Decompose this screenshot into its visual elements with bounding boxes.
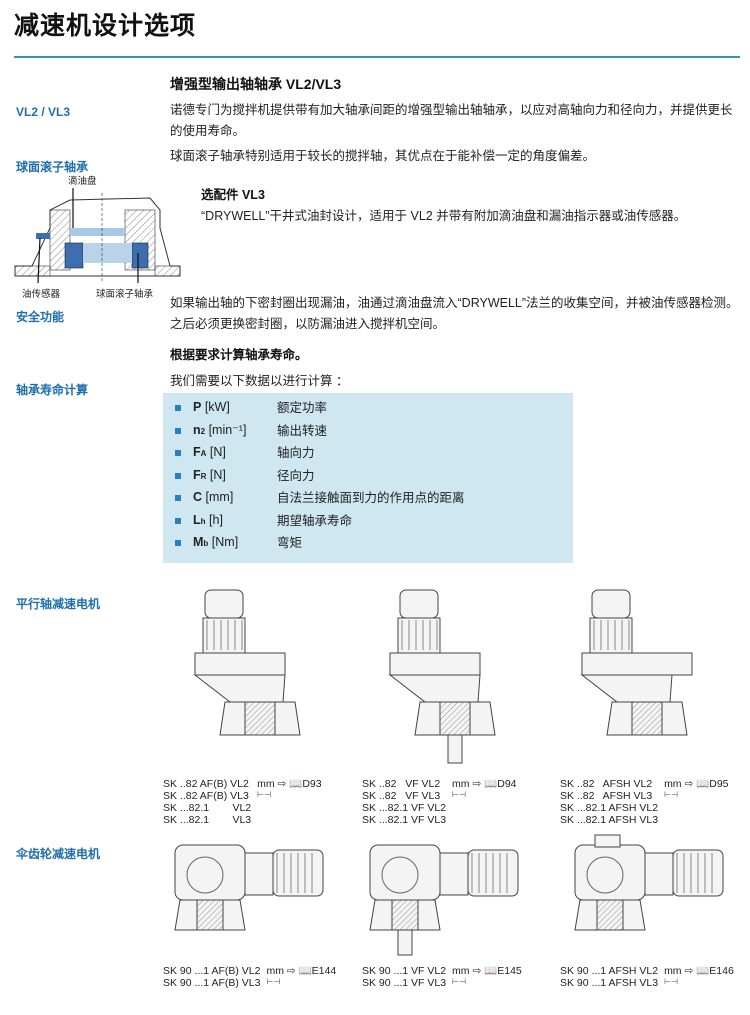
option-text: “DRYWELL”干井式油封设计，适用于 VL2 并带有附加滴油盘和漏油指示器或…	[201, 209, 687, 223]
label-oil-sensor: 油传感器	[22, 289, 61, 300]
parameter-item: FR [N] 径向力	[175, 467, 315, 485]
side-label-safety: 安全功能	[16, 310, 65, 324]
parameter-symbol: FR [N]	[193, 467, 226, 482]
calc-heading: 根据要求计算轴承寿命。	[170, 348, 308, 362]
catalog-reference-link[interactable]: mm ⇨ 📖E144	[266, 965, 337, 977]
parameter-item: C [mm] 自法兰接触面到力的作用点的距离	[175, 489, 465, 507]
parameter-description: 输出转速	[277, 423, 328, 438]
paragraph-3: 如果输出轴的下密封圈出现漏油，油通过滴油盘流入“DRYWELL”法兰的收集空间，…	[170, 296, 739, 331]
catalog-reference-link[interactable]: mm ⇨ 📖E146	[664, 965, 734, 977]
dimension-icon: ⊢⊣	[266, 977, 281, 986]
side-label-vl: VL2 / VL3	[16, 105, 71, 119]
model-caption-group: SK 90 ...1 AFSH VL2 SK 90 ...1 AFSH VL3 …	[560, 965, 750, 989]
side-label-spherical: 球面滚子轴承	[16, 160, 89, 174]
section-heading: 增强型输出轴轴承 VL2/VL3	[170, 76, 342, 92]
catalog-reference-link[interactable]: mm ⇨ 📖D93	[257, 778, 322, 790]
dimension-icon: ⊢⊣	[452, 977, 466, 986]
paragraph-2: 球面滚子轴承特别适用于较长的搅拌轴，其优点在于能补偿一定的角度偏差。	[170, 149, 596, 163]
parameter-symbol: Lh [h]	[193, 512, 223, 527]
side-label-parallel: 平行轴减速电机	[16, 597, 101, 611]
parameter-symbol: P [kW]	[193, 400, 230, 414]
parameter-symbol: FA [N]	[193, 445, 226, 459]
bullet-square-icon	[175, 495, 181, 501]
option-heading: 选配件 VL3	[201, 188, 265, 202]
model-caption: SK ..82 AFSH VL2 SK ..82 AFSH VL3 SK ...…	[560, 778, 659, 826]
bearing-section-diagram	[14, 188, 181, 283]
parameter-list: P [kW] 额定功率 n2 [min⁻¹] 输出转速 FA [N] 轴向力 F…	[163, 393, 573, 563]
model-caption-group: SK ..82 AFSH VL2 SK ..82 AFSH VL3 SK ...…	[560, 778, 750, 826]
bullet-square-icon	[175, 427, 181, 434]
parameter-item: P [kW] 额定功率	[175, 399, 327, 417]
dimension-icon: ⊢⊣	[664, 790, 678, 799]
parameter-description: 径向力	[277, 468, 315, 483]
parameter-item: Lh [h] 期望轴承寿命	[175, 512, 352, 530]
parameter-symbol: C [mm]	[193, 490, 234, 504]
parameter-symbol: Mb [Nm]	[193, 535, 239, 549]
calc-intro: 我们需要以下数据以进行计算 ：	[170, 374, 349, 388]
parameter-description: 弯矩	[277, 536, 303, 550]
parallel-shaft-motor-af-drawing	[193, 589, 301, 736]
parameter-description: 自法兰接触面到力的作用点的距离	[277, 491, 465, 505]
parameter-item: Mb [Nm] 弯矩	[175, 534, 302, 552]
paragraph-1: 诺德专门为搅拌机提供带有加大轴承间距的增强型输出轴轴承，以应对高轴向力和径向力，…	[170, 103, 733, 138]
parameter-description: 额定功率	[277, 401, 328, 415]
bevel-gear-motor-afsh-drawing	[574, 834, 724, 931]
parameter-item: n2 [min⁻¹] 输出转速	[175, 422, 327, 440]
catalog-reference-link[interactable]: mm ⇨ 📖D95	[664, 778, 729, 790]
bullet-square-icon	[175, 450, 181, 456]
model-caption-group: SK 90 ...1 VF VL2 SK 90 ...1 VF VL3 mm ⇨…	[362, 965, 558, 989]
model-caption-group: SK ..82 AF(B) VL2 SK ..82 AF(B) VL3 SK .…	[163, 778, 359, 826]
dimension-icon: ⊢⊣	[257, 790, 272, 799]
catalog-reference-link[interactable]: mm ⇨ 📖E145	[452, 965, 522, 977]
bullet-square-icon	[175, 472, 181, 479]
catalog-reference: mm ⇨ 📖E146 ⊢⊣	[664, 965, 734, 987]
parameter-symbol: n2 [min⁻¹]	[193, 422, 247, 437]
model-caption: SK 90 ...1 VF VL2 SK 90 ...1 VF VL3	[362, 965, 447, 989]
model-caption: SK 90 ...1 AF(B) VL2 SK 90 ...1 AF(B) VL…	[163, 965, 261, 989]
dimension-icon: ⊢⊣	[664, 977, 678, 986]
bullet-square-icon	[175, 517, 181, 524]
model-caption: SK ..82 VF VL2 SK ..82 VF VL3 SK ...82.1…	[362, 778, 447, 826]
model-caption: SK ..82 AF(B) VL2 SK ..82 AF(B) VL3 SK .…	[163, 778, 252, 826]
parallel-shaft-motor-vf-drawing	[388, 589, 496, 764]
parallel-shaft-motor-afsh-drawing	[580, 589, 693, 736]
catalog-reference: mm ⇨ 📖E145 ⊢⊣	[452, 965, 522, 987]
catalog-reference: mm ⇨ 📖D93 ⊢⊣	[257, 778, 321, 800]
dimension-icon: ⊢⊣	[452, 790, 466, 799]
side-label-life-calc: 轴承寿命计算	[16, 383, 89, 397]
parameter-description: 轴向力	[277, 446, 315, 460]
label-spherical-bearing: 球面滚子轴承	[96, 289, 154, 300]
label-drip-tray: 滴油盘	[68, 176, 97, 187]
page-title: 减速机设计选项	[14, 12, 197, 40]
model-caption-group: SK ..82 VF VL2 SK ..82 VF VL3 SK ...82.1…	[362, 778, 558, 826]
bevel-gear-motor-af-drawing	[174, 844, 324, 931]
bullet-square-icon	[175, 405, 181, 411]
catalog-reference: mm ⇨ 📖E144 ⊢⊣	[266, 965, 336, 987]
parameter-item: FA [N] 轴向力	[175, 444, 315, 462]
bevel-gear-motor-vf-drawing	[369, 844, 519, 956]
catalog-reference-link[interactable]: mm ⇨ 📖D94	[452, 778, 517, 790]
catalog-reference: mm ⇨ 📖D94 ⊢⊣	[452, 778, 516, 800]
catalog-reference: mm ⇨ 📖D95 ⊢⊣	[664, 778, 728, 800]
bullet-square-icon	[175, 540, 181, 546]
side-label-bevel: 伞齿轮减速电机	[16, 847, 101, 861]
model-caption: SK 90 ...1 AFSH VL2 SK 90 ...1 AFSH VL3	[560, 965, 659, 989]
title-divider	[14, 56, 740, 58]
model-caption-group: SK 90 ...1 AF(B) VL2 SK 90 ...1 AF(B) VL…	[163, 965, 359, 989]
parameter-description: 期望轴承寿命	[277, 513, 353, 528]
